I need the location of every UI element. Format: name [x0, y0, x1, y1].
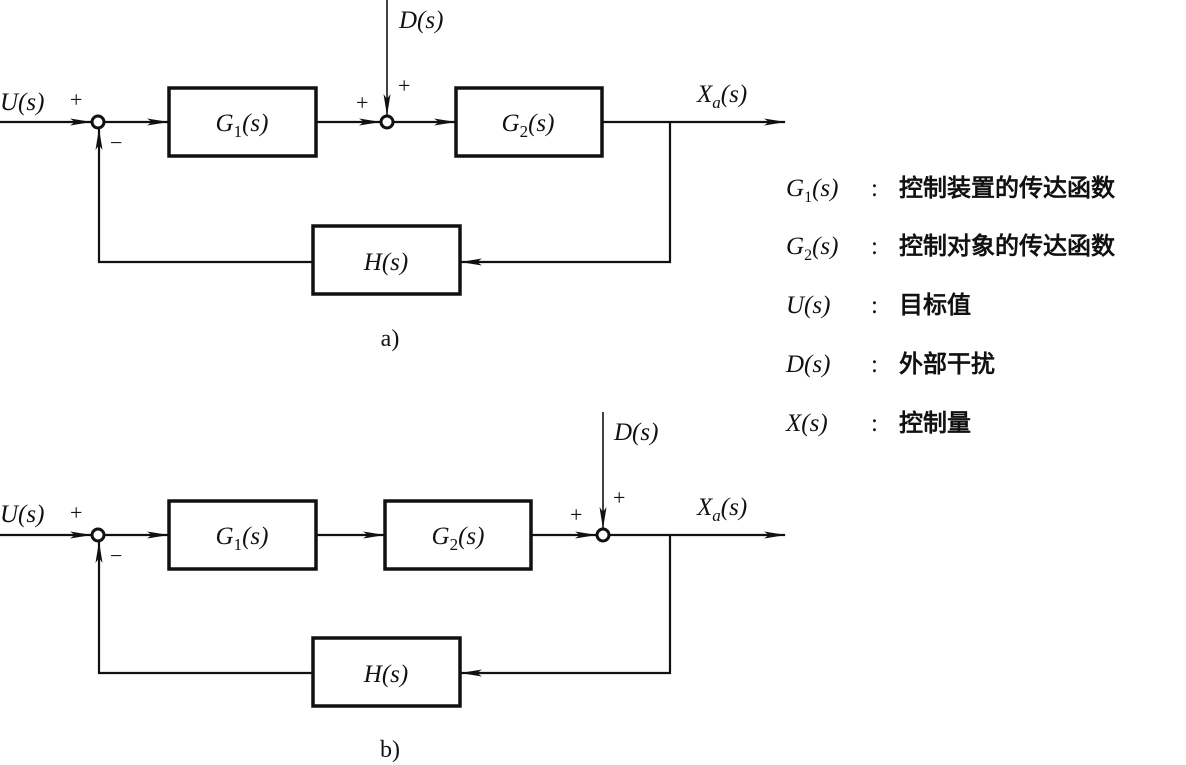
label-main: G — [432, 523, 450, 550]
input-label-b: U(s) — [0, 501, 44, 528]
symbol-main: D(s) — [786, 351, 831, 378]
sign-sum2-dist-b: + — [613, 485, 625, 510]
symbol-main: G — [786, 233, 805, 260]
legend-description: 目标值 — [899, 291, 971, 319]
legend-item-d: D(s): 外部干扰 — [786, 344, 995, 379]
feedback-line-left-b — [95, 541, 313, 675]
legend-symbol: D(s) — [786, 351, 871, 379]
label-sub: 2 — [450, 535, 459, 554]
output-label-sub: a — [712, 506, 721, 525]
label-tail: (s) — [242, 523, 268, 550]
label-tail: (s) — [458, 523, 484, 550]
label-sub: 1 — [234, 122, 243, 141]
output-label-tail: (s) — [721, 494, 747, 521]
legend-item-x: X(s): 控制量 — [786, 403, 971, 438]
legend-colon: : — [871, 410, 878, 437]
disturbance-label-b: D(s) — [613, 419, 658, 446]
legend-description: 控制对象的传达函数 — [899, 232, 1115, 260]
sign-sum2-dist-a: + — [398, 73, 410, 98]
summing-junction-1-b — [90, 527, 106, 543]
caption-a: a) — [381, 326, 400, 352]
symbol-main: U(s) — [786, 292, 831, 319]
legend-colon: : — [871, 351, 878, 378]
feedback-line-right-a — [460, 122, 672, 266]
label-main: G — [216, 523, 234, 550]
symbol-main: G — [786, 175, 805, 202]
block-h-label-b: H(s) — [363, 661, 408, 688]
output-label-main: X — [696, 81, 714, 108]
symbol-main: X(s) — [786, 410, 828, 437]
caption-b: b) — [380, 737, 400, 763]
legend-colon: : — [871, 292, 878, 319]
summing-junction-2-a — [379, 114, 395, 130]
output-label-sub: a — [712, 93, 721, 112]
legend-colon: : — [871, 175, 878, 202]
block-h-b — [311, 636, 462, 708]
sign-sum1-fb-a: − — [110, 130, 122, 155]
legend-symbol: G1(s) — [786, 175, 871, 207]
legend-item-u: U(s): 目标值 — [786, 285, 971, 320]
block-g1-label-a: G1(s) — [216, 110, 269, 141]
output-label-b: Xa(s) — [696, 494, 747, 525]
summing-junction-2-b — [595, 527, 611, 543]
label-main: G — [502, 110, 520, 137]
legend-description: 外部干扰 — [899, 350, 995, 378]
diagram-b: U(s) + − + + D(s) Xa(s) G1(s) G2(s) H(s)… — [0, 412, 786, 763]
label-sub: 1 — [234, 535, 243, 554]
block-g2-label-a: G2(s) — [502, 110, 555, 141]
block-g2-label-b: G2(s) — [432, 523, 485, 554]
sign-sum2-in-a: + — [356, 90, 368, 115]
symbol-tail: (s) — [812, 233, 839, 260]
symbol-sub: 1 — [804, 189, 813, 206]
sign-sum2-in-b: + — [570, 502, 582, 527]
legend-description: 控制量 — [899, 409, 971, 437]
symbol-sub: 2 — [804, 247, 813, 264]
disturbance-label-a: D(s) — [398, 7, 443, 34]
legend-symbol: U(s) — [786, 292, 871, 320]
summing-junction-1-a — [90, 114, 106, 130]
symbol-tail: (s) — [812, 175, 839, 202]
legend-symbol: X(s) — [786, 410, 871, 438]
block-g1-b — [167, 499, 318, 571]
output-label-a: Xa(s) — [696, 81, 747, 112]
block-g1-label-b: G1(s) — [216, 523, 269, 554]
output-label-main: X — [696, 494, 714, 521]
sign-sum1-in-b: + — [70, 500, 82, 525]
legend-colon: : — [871, 233, 878, 260]
sign-sum1-fb-b: − — [110, 543, 122, 568]
label-tail: (s) — [528, 110, 554, 137]
feedback-line-right-b — [460, 535, 672, 677]
legend-item-g1: G1(s): 控制装置的传达函数 — [786, 168, 1115, 207]
sign-sum1-in-a: + — [70, 87, 82, 112]
label-main: G — [216, 110, 234, 137]
label-tail: (s) — [242, 110, 268, 137]
diagram-a: U(s) + − + + D(s) Xa(s) G1(s) G2(s) H(s)… — [0, 0, 786, 352]
legend-item-g2: G2(s): 控制对象的传达函数 — [786, 226, 1115, 265]
output-label-tail: (s) — [721, 81, 747, 108]
legend-symbol: G2(s) — [786, 233, 871, 265]
legend-description: 控制装置的传达函数 — [899, 174, 1115, 202]
input-label-a: U(s) — [0, 89, 44, 116]
feedback-line-left-a — [95, 128, 313, 264]
block-h-a — [311, 224, 462, 296]
block-h-label-a: H(s) — [363, 249, 408, 276]
label-sub: 2 — [520, 122, 529, 141]
